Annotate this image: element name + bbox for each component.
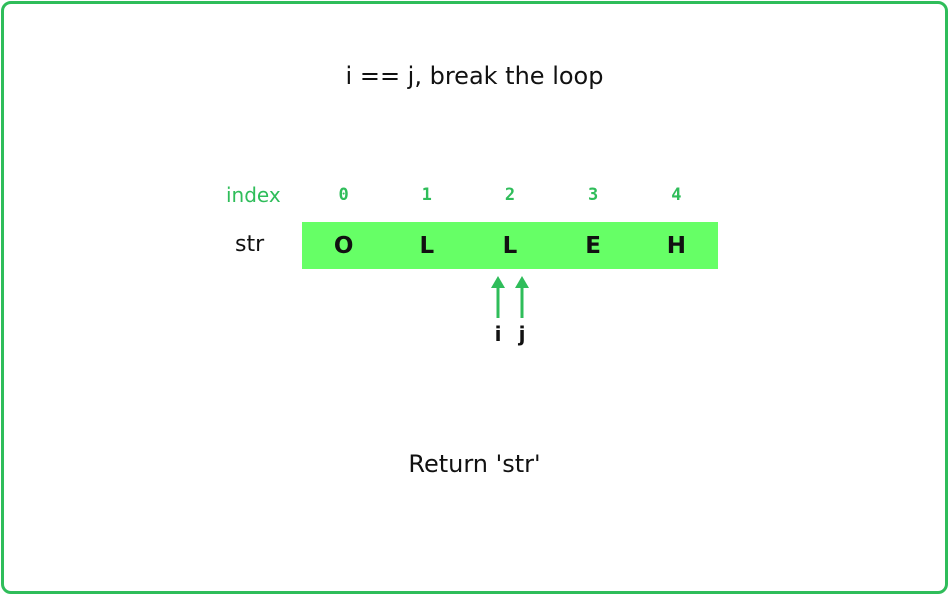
- return-text: Return 'str': [408, 450, 541, 478]
- pointers: i j: [488, 274, 534, 354]
- step-heading: i == j, break the loop: [345, 62, 604, 90]
- index-cell: 1: [421, 185, 432, 205]
- index-row: 0 1 2 3 4: [302, 185, 718, 209]
- index-row-label: index: [226, 183, 281, 207]
- index-cell: 2: [504, 185, 516, 205]
- char-cell: L: [419, 232, 435, 259]
- char-cell: H: [666, 232, 686, 259]
- index-cell: 4: [671, 185, 682, 205]
- string-array: O L L E H: [302, 222, 718, 269]
- up-arrow-icon: [491, 276, 505, 318]
- pointer-j-label: j: [518, 322, 526, 346]
- index-cell: 0: [338, 185, 349, 205]
- pointer-i-label: i: [494, 322, 502, 346]
- char-cell: O: [333, 232, 354, 259]
- index-cell: 3: [588, 185, 599, 205]
- pointer-i: i: [488, 274, 508, 354]
- up-arrow-icon: [515, 276, 529, 318]
- pointer-j: j: [512, 274, 532, 354]
- str-row-label: str: [235, 232, 265, 257]
- char-cell: E: [585, 232, 602, 259]
- char-cell: L: [502, 232, 518, 259]
